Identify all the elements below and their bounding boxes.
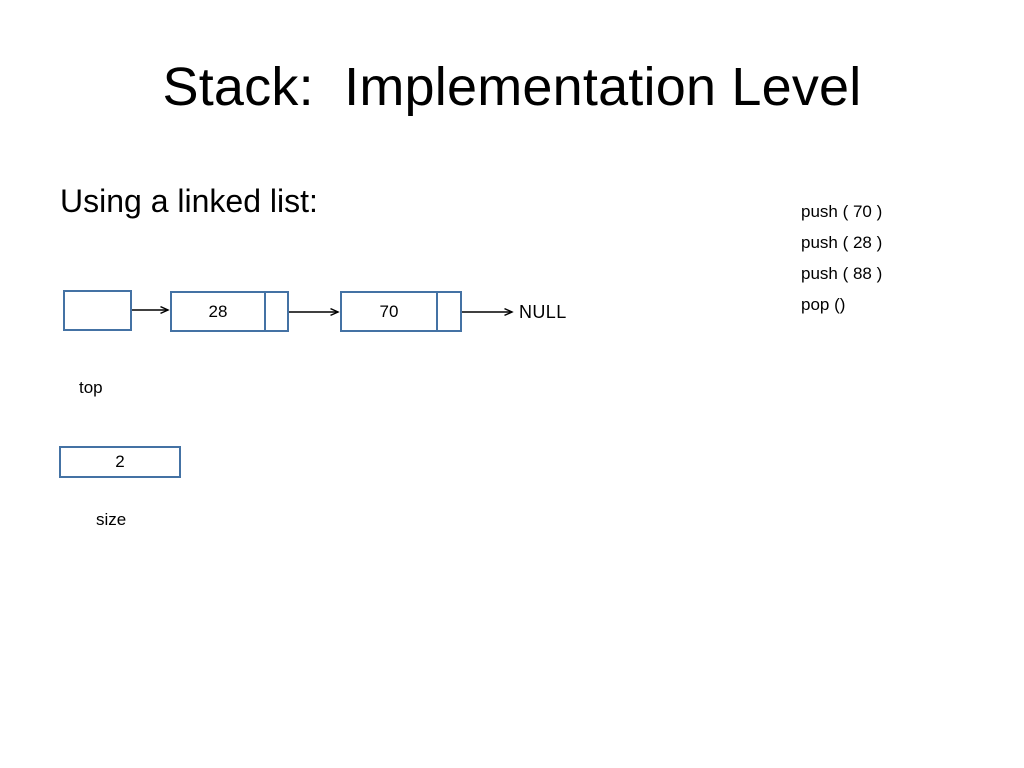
- node-link-cell: [264, 293, 287, 330]
- operation-item: push ( 28 ): [801, 233, 883, 252]
- size-value-box[interactable]: 2: [59, 446, 181, 478]
- top-pointer-box[interactable]: [63, 290, 132, 331]
- operations-list: push ( 70 ) push ( 28 ) push ( 88 ) pop …: [801, 196, 882, 320]
- list-node[interactable]: 28: [170, 291, 289, 332]
- node-link-cell: [436, 293, 460, 330]
- null-terminator-label: NULL: [519, 302, 567, 322]
- operation-item: push ( 88 ): [801, 264, 883, 283]
- node-data-cell: 28: [172, 293, 266, 330]
- size-label: size: [96, 510, 127, 529]
- operation-item: push ( 70 ): [801, 202, 883, 221]
- page-title: Stack: Implementation Level: [162, 57, 862, 117]
- node-data-cell: 70: [342, 293, 438, 330]
- operation-item: pop (): [801, 295, 846, 314]
- subtitle-text: Using a linked list:: [60, 183, 318, 219]
- list-node[interactable]: 70: [340, 291, 462, 332]
- top-pointer-label: top: [79, 378, 103, 397]
